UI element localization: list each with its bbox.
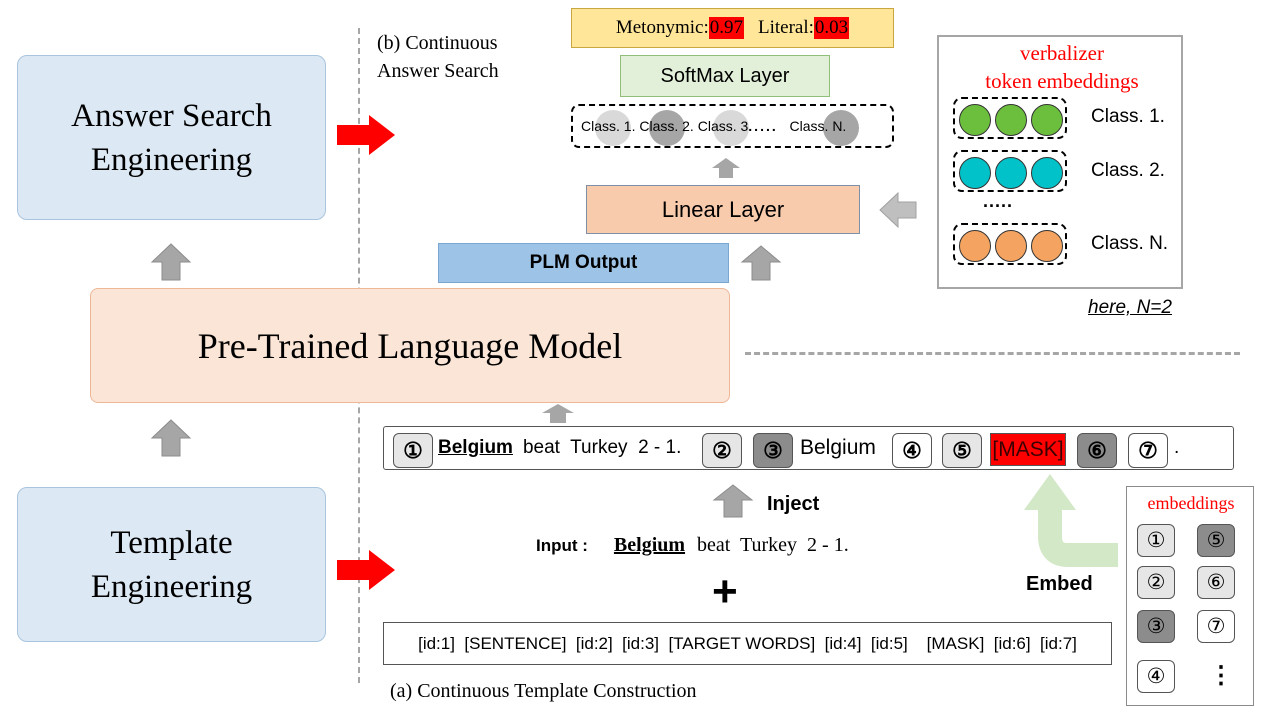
section-a-caption: (a) Continuous Template Construction bbox=[390, 680, 697, 702]
class-oval bbox=[649, 110, 685, 146]
embedding-id-6: ⑥ bbox=[1197, 566, 1235, 599]
input-line: Input : Belgium beat Turkey 2 - 1. bbox=[536, 534, 849, 557]
belgium-repeat: Belgium bbox=[800, 436, 876, 459]
class2-label: Class. 2. bbox=[1091, 160, 1165, 181]
input-sentence-rest: beat Turkey 2 - 1. bbox=[697, 534, 849, 556]
template-text: [id:1] [SENTENCE] [id:2] [id:3] [TARGET … bbox=[418, 633, 1077, 653]
linear-label: Linear Layer bbox=[661, 196, 785, 222]
plm-label: Pre-Trained Language Model bbox=[197, 325, 623, 366]
period: . bbox=[1174, 437, 1180, 458]
verbalizer-title-line2: token embeddings bbox=[985, 69, 1139, 93]
embed-label: Embed bbox=[1026, 573, 1093, 595]
horizontal-divider bbox=[745, 352, 1240, 355]
classN-embedding-group bbox=[953, 223, 1067, 265]
class2-embedding-group bbox=[953, 150, 1067, 192]
prediction-box: Metonymic: 0.97 Literal: 0.03 bbox=[571, 8, 894, 48]
embedding-id-7: ⑦ bbox=[1197, 610, 1235, 643]
embedding-id-5: ⑤ bbox=[1197, 524, 1235, 557]
class-label: Class. 3 bbox=[697, 118, 749, 134]
up-arrow-icon bbox=[150, 419, 192, 457]
embedding-id-3: ③ bbox=[1137, 610, 1175, 643]
embedding-circle bbox=[1031, 104, 1063, 136]
class-oval bbox=[713, 110, 749, 146]
embedding-circle bbox=[1031, 157, 1063, 189]
embedding-id-1: ① bbox=[1137, 524, 1175, 557]
class1-embedding-group bbox=[953, 97, 1067, 139]
red-right-arrow-icon bbox=[337, 550, 395, 590]
target-word: Belgium bbox=[438, 437, 513, 458]
curved-embed-arrow-icon bbox=[1024, 474, 1118, 567]
verbalizer-title: verbalizer token embeddings bbox=[939, 39, 1185, 95]
up-arrow-icon bbox=[712, 484, 754, 518]
plm-output-box: PLM Output bbox=[438, 243, 729, 283]
id-chip-5: ⑤ bbox=[942, 433, 982, 468]
embedding-circle bbox=[1031, 230, 1063, 262]
class-oval bbox=[823, 110, 859, 146]
embedding-circle bbox=[995, 157, 1027, 189]
answer-search-engineering-box: Answer Search Engineering bbox=[17, 55, 326, 220]
sentence-rest: beat Turkey 2 - 1. bbox=[522, 437, 682, 458]
id-chip-4: ④ bbox=[892, 433, 932, 468]
class-label: Class. 2. bbox=[639, 118, 694, 134]
embeddings-more-dots: ⋮ bbox=[1209, 662, 1233, 689]
input-label: Input : bbox=[536, 536, 588, 555]
id-chip-2: ② bbox=[702, 433, 742, 468]
literal-value: 0.03 bbox=[813, 17, 850, 39]
input-target-word: Belgium bbox=[613, 534, 686, 556]
embedding-id-2: ② bbox=[1137, 566, 1175, 599]
id-chip-3: ③ bbox=[753, 433, 793, 468]
embedding-circle bbox=[959, 104, 991, 136]
id-chip-7: ⑦ bbox=[1128, 433, 1168, 468]
embedding-circle bbox=[995, 104, 1027, 136]
id-chip-6: ⑥ bbox=[1077, 433, 1117, 468]
softmax-label: SoftMax Layer bbox=[660, 64, 790, 87]
metonymic-label: Metonymic: bbox=[615, 17, 709, 38]
class-label: Class. 1. bbox=[581, 118, 636, 134]
classN-label: Class. N. bbox=[1091, 233, 1169, 254]
template-engineering-box: Template Engineering bbox=[17, 487, 326, 642]
metonymic-value: 0.97 bbox=[708, 17, 744, 39]
class-label: Class. N. bbox=[789, 118, 847, 134]
id-chip-1: ① bbox=[393, 433, 433, 468]
softmax-layer: SoftMax Layer bbox=[620, 55, 830, 97]
embedding-id-4: ④ bbox=[1137, 660, 1175, 693]
inject-label: Inject bbox=[767, 493, 820, 515]
mask-token: [MASK] bbox=[990, 433, 1066, 466]
prompt-token-row: ① Belgium beat Turkey 2 - 1. ② ③ Belgium… bbox=[383, 426, 1234, 470]
class-output-row: Class. 1. Class. 2. Class. 3..... Class.… bbox=[571, 104, 894, 148]
left-arrow-icon bbox=[879, 191, 917, 229]
plm-output-label: PLM Output bbox=[529, 252, 638, 273]
section-b-line2: Answer Search bbox=[377, 60, 499, 82]
class-dots: ..... bbox=[748, 118, 778, 134]
up-arrow-icon bbox=[150, 243, 192, 281]
up-arrow-icon bbox=[740, 245, 782, 281]
class-oval bbox=[595, 110, 631, 146]
section-b-line1: (b) Continuous bbox=[377, 32, 498, 54]
red-right-arrow-icon bbox=[337, 115, 395, 155]
section-b-caption: (b) Continuous Answer Search bbox=[377, 29, 499, 85]
answer-search-line2: Engineering bbox=[90, 141, 253, 178]
literal-label: Literal: bbox=[757, 17, 814, 38]
up-arrow-icon bbox=[712, 158, 740, 178]
embedding-circle bbox=[959, 157, 991, 189]
up-arrow-icon bbox=[542, 404, 574, 423]
template-box: [id:1] [SENTENCE] [id:2] [id:3] [TARGET … bbox=[383, 622, 1112, 665]
verbalizer-note: here, N=2 bbox=[1088, 297, 1172, 318]
verbalizer-dots: ..... bbox=[983, 191, 1014, 211]
template-line1: Template bbox=[110, 524, 233, 561]
embeddings-title: embeddings bbox=[1147, 493, 1235, 513]
embedding-circle bbox=[995, 230, 1027, 262]
embeddings-panel: embeddings ① ⑤ ② ⑥ ③ ⑦ ④ ⋮ bbox=[1126, 486, 1254, 706]
class1-label: Class. 1. bbox=[1091, 106, 1165, 127]
plus-sign: + bbox=[712, 567, 738, 616]
answer-search-line1: Answer Search bbox=[71, 97, 272, 134]
verbalizer-panel: verbalizer token embeddings Class. 1. Cl… bbox=[937, 35, 1183, 289]
linear-layer: Linear Layer bbox=[586, 185, 860, 234]
template-line2: Engineering bbox=[90, 568, 253, 605]
embedding-circle bbox=[959, 230, 991, 262]
verbalizer-title-line1: verbalizer bbox=[1020, 41, 1104, 65]
plm-box: Pre-Trained Language Model bbox=[90, 288, 730, 403]
